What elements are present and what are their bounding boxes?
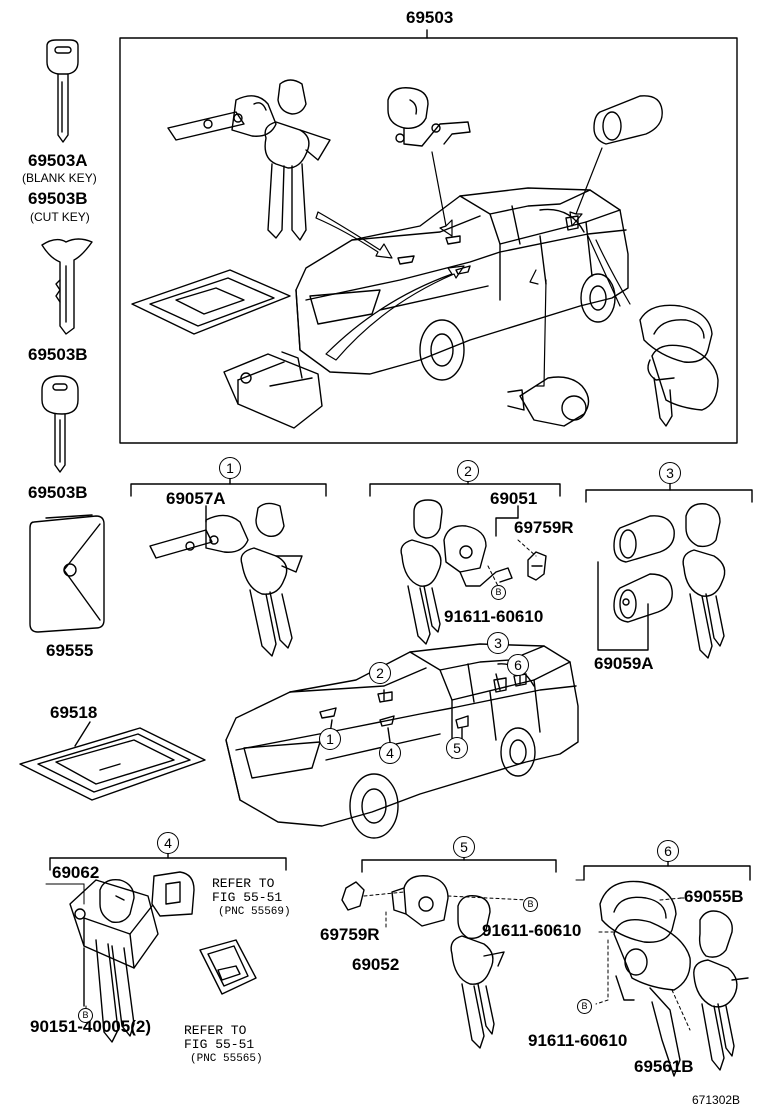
section6-cyl-drawing xyxy=(600,881,748,1076)
section5-cyl-drawing xyxy=(342,876,504,1048)
section2-door-cyl-drawing xyxy=(401,500,546,644)
section-callout-1: 1 xyxy=(219,457,241,479)
top-door-cyl-drawing xyxy=(388,88,470,146)
section1-ignition-drawing xyxy=(150,503,302,656)
figure-code: 671302B xyxy=(692,1093,741,1107)
refer1-line3: (PNC 55569) xyxy=(218,906,291,918)
leader-lines xyxy=(46,880,684,1010)
cut-key-drawing xyxy=(42,239,92,334)
door-cyl-set-label: 69051 xyxy=(490,489,538,508)
section6-bracket xyxy=(584,860,750,880)
refer2-line2: FIG 55-51 xyxy=(184,1037,255,1052)
section6-dash xyxy=(596,898,690,1030)
card-case-drawing xyxy=(30,515,104,632)
screw6-label: 91611-60610 xyxy=(528,1031,628,1050)
main-assembly-label: 69503 xyxy=(406,8,454,27)
refer1-line2: FIG 55-51 xyxy=(212,890,283,905)
car-callout-5: 5 xyxy=(446,737,468,759)
cyl4-screw-label: 90151-40005(2) xyxy=(30,1017,151,1036)
section2-dash xyxy=(488,540,536,586)
cyl6-pad-label: 69561B xyxy=(634,1057,694,1076)
section-callout-2: 2 xyxy=(457,460,479,482)
top-loop-key-drawing xyxy=(640,305,718,426)
section4-cyl-drawing xyxy=(70,872,256,1042)
lever5-r-label: 69759R xyxy=(320,925,380,944)
refer2-line3: (PNC 55565) xyxy=(190,1053,263,1065)
section-callout-4: 4 xyxy=(157,832,179,854)
car-callout-6: 6 xyxy=(507,654,529,676)
section-callout-3: 3 xyxy=(659,462,681,484)
cut-key-part-label: 69503B xyxy=(28,189,88,208)
plate-label: 69518 xyxy=(50,703,98,722)
top-car-drawing xyxy=(296,188,628,380)
door-lever-r-label: 69759R xyxy=(514,518,574,537)
cut-key-note: (CUT KEY) xyxy=(30,210,90,224)
refer1-line1: REFER TO xyxy=(212,876,275,891)
cyl4-part-label: 69062 xyxy=(52,863,100,882)
b-marker-section4: B xyxy=(78,1008,93,1023)
b-marker-section6: B xyxy=(577,999,592,1014)
screw5-label: 91611-60610 xyxy=(482,921,582,940)
card-case-label: 69555 xyxy=(46,641,94,660)
screw-a-label: 91611-60610 xyxy=(444,607,544,626)
car-callout-1: 1 xyxy=(319,728,341,750)
section-callout-5: 5 xyxy=(453,836,475,858)
top-ignition-drawing xyxy=(168,80,330,240)
section3-cyl-drawing xyxy=(614,504,725,658)
b-marker-section2: B xyxy=(491,585,506,600)
car-callout-2: 2 xyxy=(369,662,391,684)
third-key-drawing xyxy=(42,376,78,472)
plate-drawing xyxy=(20,722,205,800)
top-rear-cyl-drawing xyxy=(508,377,589,426)
b-marker-section5: B xyxy=(523,897,538,912)
car-callout-3: 3 xyxy=(487,632,509,654)
section3-bracket xyxy=(586,484,752,650)
blank-key-note: (BLANK KEY) xyxy=(22,171,97,185)
top-arrows xyxy=(316,148,630,386)
key3-part-label: 69503B xyxy=(28,483,88,502)
top-plate-drawing xyxy=(132,270,290,334)
top-block-drawing xyxy=(224,352,322,428)
section-callout-6: 6 xyxy=(657,840,679,862)
ignition-cyl-label: 69057A xyxy=(166,489,226,508)
glovebox-cyl-label: 69059A xyxy=(594,654,654,673)
cyl5-part-label: 69052 xyxy=(352,955,400,974)
blank-key-drawing xyxy=(47,40,78,142)
blank-key-part-label: 69503A xyxy=(28,151,88,170)
refer2-line1: REFER TO xyxy=(184,1023,247,1038)
key2-part-label: 69503B xyxy=(28,345,88,364)
section5-dash xyxy=(364,892,528,928)
car-callout-4: 4 xyxy=(379,742,401,764)
cyl6-part-label: 69055B xyxy=(684,887,744,906)
top-glove-cyl-drawing xyxy=(594,96,662,144)
assembly-frame xyxy=(120,38,737,443)
